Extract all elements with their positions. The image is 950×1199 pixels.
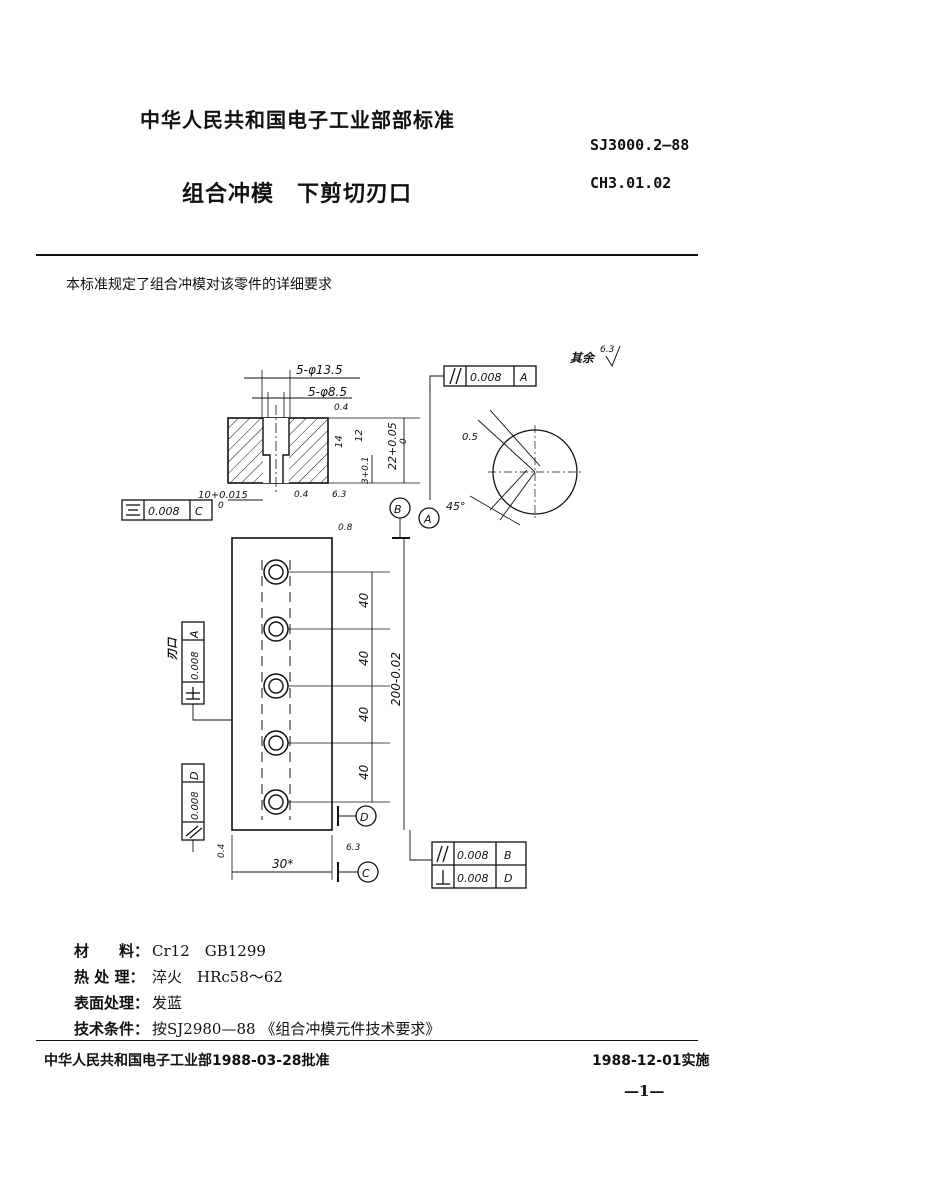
datum-a-marker: A	[418, 507, 440, 529]
dim-height-lower: 0	[399, 438, 409, 444]
roughness-c-label: 0.8	[338, 523, 353, 533]
datum-d-marker: D	[337, 805, 377, 827]
pitch-3: 40	[357, 706, 371, 722]
datum-a-label: A	[423, 513, 432, 526]
roughness-f-label: 0.4	[294, 490, 309, 500]
document-title: 组合冲模 下剪切刃口	[182, 182, 413, 207]
scope-statement: 本标准规定了组合冲模对该零件的详细要求	[66, 277, 332, 293]
tolerance-frame-parallel-b-perp-d: 0.008 B 0.008 D	[409, 830, 527, 889]
approval-statement: 中华人民共和国电子工业部1988-03-28批准	[44, 1053, 330, 1069]
spec-technical-conditions-label: 技术条件：	[74, 1020, 150, 1038]
dim-12: 12	[354, 429, 365, 442]
tol-parallel-a-value: 0.008	[470, 371, 502, 384]
hole-2	[263, 616, 390, 642]
spec-technical-conditions: 技术条件：按SJ2980—88 《组合冲模元件技术要求》	[74, 1018, 440, 1039]
pitch-2: 40	[357, 650, 371, 666]
datum-b-marker: B	[389, 497, 411, 539]
technical-drawing: 5-φ13.5 5-φ8.5 0.4 22+0.05 0 12 14 3+0.1…	[121, 345, 621, 889]
roughness-rest-value: 6.3	[600, 345, 615, 355]
tol-sym-value: 0.008	[148, 505, 180, 518]
hole-5	[263, 789, 390, 815]
dim-angle: 45°	[446, 500, 466, 513]
chamfer-detail-view: 0.5 45°	[446, 409, 584, 526]
tol-parallel-d-value: 0.008	[190, 791, 201, 820]
section-view	[227, 370, 431, 501]
roughness-d-label: 6.3	[346, 843, 361, 853]
tolerance-frame-parallel-d: D 0.008	[181, 763, 205, 852]
tol-perp-a-ref: A	[188, 630, 201, 639]
footer-rule	[36, 1040, 698, 1041]
dim-width: 30*	[272, 857, 293, 871]
tolerance-frame-perp-a: A 0.008 刃口	[166, 621, 232, 721]
tol-parallel-b-value: 0.008	[457, 849, 489, 862]
tolerance-frame-parallel-a: 0.008 A	[429, 365, 537, 392]
datum-b-label: B	[394, 503, 402, 516]
tol-perp-d-ref: D	[504, 872, 512, 885]
dim-3: 3+0.1	[361, 456, 371, 484]
datum-c-label: C	[362, 867, 370, 880]
spec-heat-treatment-label: 热 处 理：	[74, 968, 145, 986]
edge-label: 刃口	[166, 637, 179, 660]
dim-height: 22+0.05	[386, 422, 399, 470]
dim-width-top-lower: 0	[218, 501, 224, 511]
tol-parallel-d-ref: D	[188, 772, 201, 780]
tolerance-frame-symmetry-c: 0.008 C	[121, 499, 213, 521]
part-code: CH3.01.02	[590, 174, 672, 192]
tol-parallel-a-ref: A	[519, 371, 528, 384]
dim-hole-large: 5-φ13.5	[296, 363, 343, 377]
issuing-organization: 中华人民共和国电子工业部部标准	[140, 108, 455, 132]
effective-date: 1988-12-01实施	[592, 1053, 710, 1069]
spec-surface: 表面处理：发蓝	[74, 992, 182, 1013]
roughness-rest-callout: 其余 6.3	[570, 345, 621, 368]
pitch-1: 40	[357, 592, 371, 608]
tol-sym-ref: C	[195, 505, 203, 518]
spec-heat-treatment-value: 淬火 HRc58～62	[152, 968, 283, 986]
dim-length: 200-0.02	[389, 652, 403, 706]
spec-technical-conditions-value: 按SJ2980—88 《组合冲模元件技术要求》	[152, 1020, 441, 1038]
tol-parallel-b-ref: B	[504, 849, 512, 862]
tol-perp-a-value: 0.008	[190, 651, 201, 680]
hole-1	[263, 559, 390, 585]
datum-d-label: D	[360, 811, 368, 824]
spec-surface-value: 发蓝	[152, 994, 183, 1012]
roughness-a-label: 0.4	[334, 403, 349, 413]
hole-4	[263, 730, 390, 756]
page-number: —1—	[624, 1082, 665, 1100]
spec-surface-label: 表面处理：	[74, 994, 150, 1012]
standard-code: SJ3000.2—88	[590, 136, 690, 154]
datum-c-marker: C	[337, 861, 379, 883]
tol-perp-d-value: 0.008	[457, 872, 489, 885]
header-rule	[36, 254, 698, 256]
dim-chamfer: 0.5	[462, 432, 478, 443]
dim-hole-small: 5-φ8.5	[308, 385, 347, 399]
pitch-4: 40	[357, 764, 371, 780]
roughness-e-label: 6.3	[332, 490, 347, 500]
spec-heat-treatment: 热 处 理： 淬火 HRc58～62	[74, 966, 283, 987]
roughness-rest-label: 其余	[570, 351, 596, 365]
roughness-b-label: 0.4	[217, 843, 227, 858]
dim-width-top: 10+0.015	[198, 490, 248, 501]
spec-material-label: 材 料：	[74, 942, 150, 960]
dim-14: 14	[334, 435, 345, 448]
spec-material: 材 料：Cr12 GB1299	[74, 940, 266, 961]
hole-3	[263, 673, 390, 699]
spec-material-value: Cr12 GB1299	[152, 942, 266, 960]
